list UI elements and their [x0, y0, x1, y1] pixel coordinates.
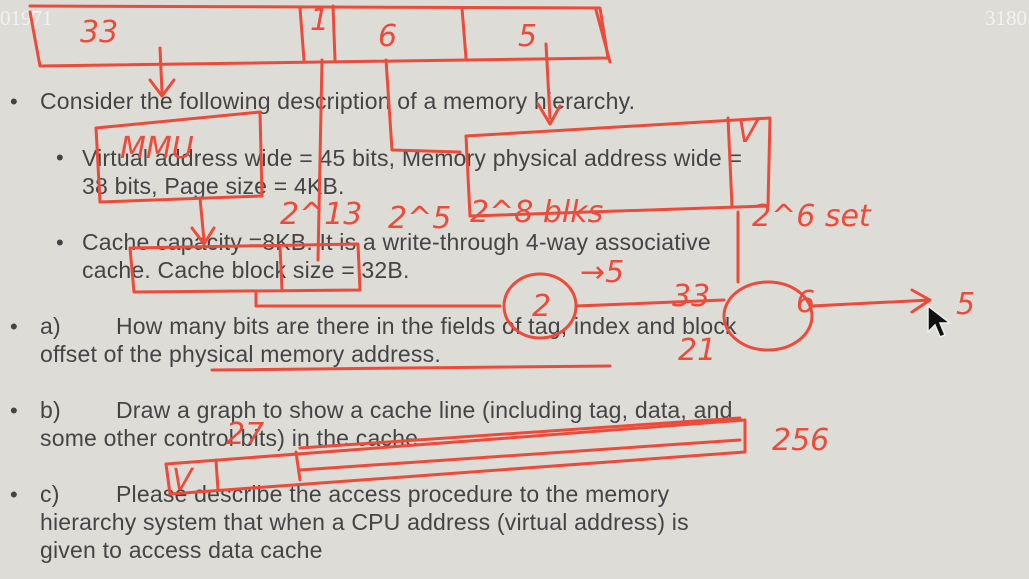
- right-frame-number: 3180: [985, 6, 1027, 30]
- bullet-a: •: [10, 314, 18, 339]
- question-c-label: c): [40, 481, 60, 507]
- hw-5: 5: [518, 19, 537, 54]
- question-a-line2: offset of the physical memory address.: [40, 341, 441, 367]
- question-c-text: Please describe the access procedure to …: [116, 481, 670, 507]
- question-a-text: How many bits are there in the fields of…: [116, 313, 737, 339]
- intro-text: Consider the following description of a …: [40, 88, 636, 114]
- address-bar-dividers: [298, 4, 612, 64]
- bullet-2: •: [56, 145, 64, 170]
- bullet-1: •: [10, 89, 18, 114]
- question-b-text: Draw a graph to show a cache line (inclu…: [116, 397, 733, 423]
- hw-2-8-blks: 2^8 blks: [470, 195, 603, 230]
- hw-2-13: 2^13: [280, 197, 362, 232]
- hw-33: 33: [80, 15, 118, 50]
- question-c-line3: given to access data cache: [40, 537, 323, 563]
- question-a-line1: a) How many bits are there in the fields …: [40, 313, 737, 340]
- question-b-line2: some other control bits) in the cache.: [40, 425, 425, 451]
- physical-address-text: 38 bits, Page size = 4KB.: [82, 173, 345, 199]
- mouse-pointer-icon: [927, 304, 952, 338]
- hw-256: 256: [772, 423, 829, 458]
- hw-2-6-set: 2^6 set: [752, 199, 872, 234]
- circle-33: [722, 280, 814, 352]
- hw-5-right: 5: [956, 287, 975, 322]
- cache-capacity-text: Cache capacity =8KB. It is a write-throu…: [82, 229, 711, 255]
- question-c-line1: c) Please describe the access procedure t…: [40, 481, 669, 508]
- hw-6-right: 6: [796, 285, 815, 320]
- hw-33-mid: 33: [672, 279, 710, 314]
- bullet-b: •: [10, 398, 18, 423]
- hw-1: 1: [310, 3, 329, 38]
- left-frame-number: 01971: [0, 6, 53, 30]
- cache-block-text: cache. Cache block size = 32B.: [82, 257, 410, 283]
- bullet-3: •: [56, 230, 64, 255]
- hw-arrow-5: →5: [580, 255, 624, 290]
- virtual-address-text: Virtual address wide = 45 bits, Memory p…: [82, 145, 743, 171]
- bullet-c: •: [10, 482, 18, 507]
- question-b-line1: b) Draw a graph to show a cache line (inc…: [40, 397, 733, 424]
- address-bar-outline: [28, 4, 610, 68]
- question-b-label: b): [40, 397, 61, 423]
- question-c-line2: hierarchy system that when a CPU address…: [40, 509, 689, 535]
- hw-6: 6: [378, 19, 397, 54]
- question-a-label: a): [40, 313, 61, 339]
- arrow-right: [810, 288, 932, 314]
